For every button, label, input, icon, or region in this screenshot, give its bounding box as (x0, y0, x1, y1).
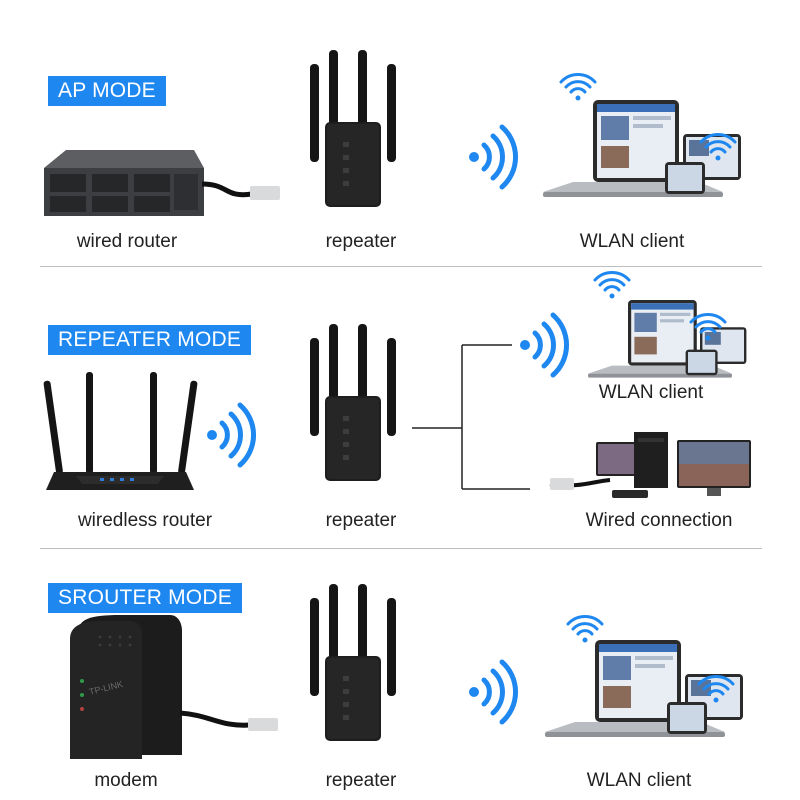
ethernet-cable-icon (250, 186, 280, 200)
monitor-icon (677, 440, 751, 496)
wifi-signal-icon (559, 72, 597, 102)
repeater-mode-title: REPEATER MODE (48, 325, 252, 355)
wifi-signal-icon (593, 270, 631, 300)
wireless-router-label: wiredless router (77, 510, 213, 531)
wired-router-label: wired router (76, 231, 178, 252)
desktop-pc-icon (549, 432, 668, 498)
repeater-label: repeater (325, 770, 397, 791)
section-divider (40, 266, 762, 267)
wlan-client-label: WLAN client (598, 382, 704, 403)
wired-connection-label: Wired connection (585, 510, 733, 531)
wired-router-icon (44, 150, 280, 216)
ethernet-cable-icon (248, 718, 278, 731)
repeater-icon (310, 584, 396, 741)
wifi-signal-icon (474, 157, 534, 227)
repeater-icon (310, 324, 396, 481)
wifi-signal-icon (689, 312, 727, 342)
wifi-signal-icon (212, 435, 272, 505)
wireless-router-icon (43, 372, 198, 490)
wlan-client-label: WLAN client (586, 770, 692, 791)
connector-lines (412, 344, 530, 490)
srouter-mode-title: SROUTER MODE (48, 583, 242, 613)
wifi-signal-icon (566, 614, 604, 644)
repeater-icon (310, 50, 396, 207)
wifi-signal-icon (697, 674, 735, 704)
ap-mode-title: AP MODE (48, 76, 166, 106)
wifi-signal-icon (525, 345, 585, 415)
wifi-signal-icon (699, 132, 737, 162)
repeater-label: repeater (325, 510, 397, 531)
section-divider (40, 548, 762, 549)
repeater-label: repeater (325, 231, 397, 252)
modem-label: modem (94, 770, 158, 791)
wifi-signal-icon (474, 692, 534, 762)
modem-icon: TP-LINK (70, 615, 278, 759)
wlan-client-label: WLAN client (579, 231, 685, 252)
